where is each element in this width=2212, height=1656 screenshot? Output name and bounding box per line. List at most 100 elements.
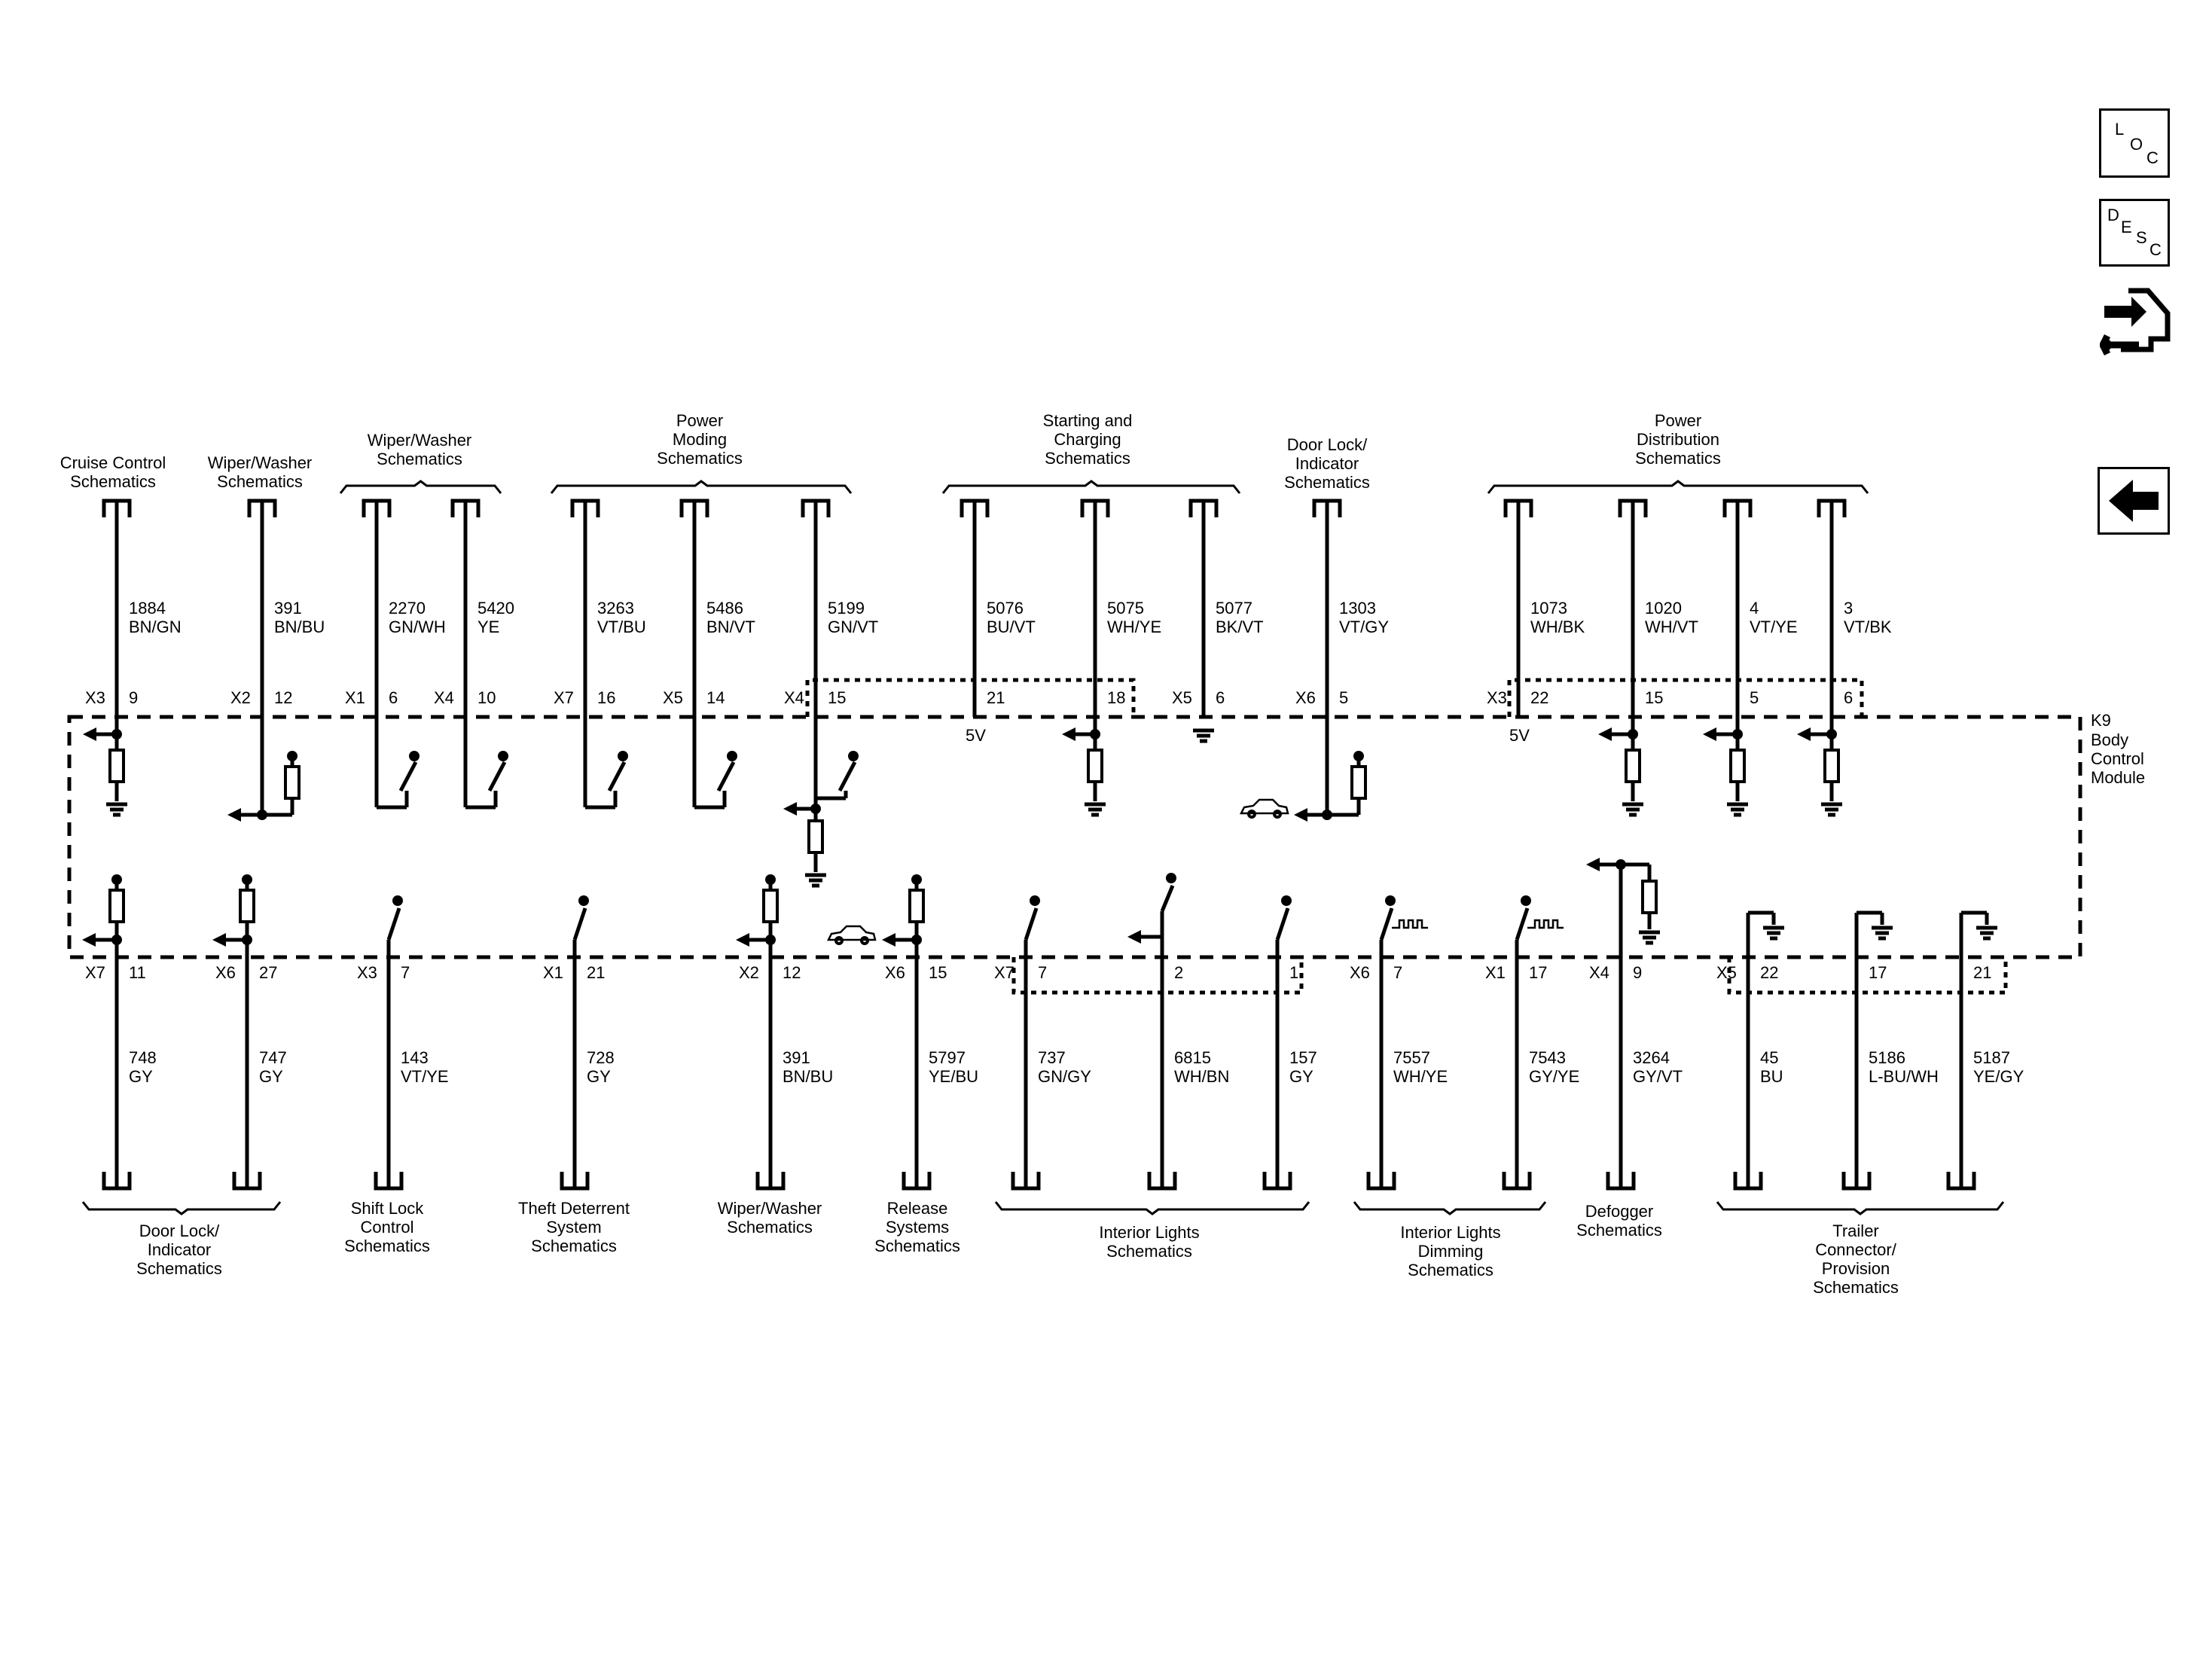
wire-color: BN/BU (274, 618, 325, 636)
ground-icon (1193, 728, 1214, 743)
ground-icon (805, 873, 826, 888)
connector-id: X5 (1172, 688, 1192, 707)
wire-color: GY (1289, 1067, 1313, 1086)
top-group-bracket (941, 480, 1241, 494)
bottom-group-label: Connector/ (1815, 1240, 1897, 1259)
desc-button[interactable]: D E S C (2099, 199, 2170, 267)
wire-color: BN/VT (706, 618, 755, 636)
back-button[interactable] (2098, 467, 2170, 535)
pin-number: 10 (477, 688, 496, 707)
pin-number: 16 (597, 688, 615, 707)
pin-number: 11 (129, 963, 146, 982)
ground-icon (1821, 802, 1842, 817)
bottom-group-label: Schematics (727, 1218, 813, 1237)
connector-group-box (805, 678, 1136, 717)
splice-dot (257, 810, 267, 820)
circuit-number: 1073 (1530, 599, 1567, 618)
bottom-group-label: Theft Deterrent (518, 1199, 630, 1218)
circuit-number: 5077 (1216, 599, 1252, 618)
splice-dot (1281, 895, 1292, 906)
connector-id: X5 (663, 688, 683, 707)
switch-icon (572, 907, 587, 941)
ground-icon (1727, 802, 1748, 817)
circuit-number: 7543 (1529, 1048, 1566, 1067)
connector-id: X4 (434, 688, 454, 707)
troubleshoot-tool-icon (2099, 288, 2171, 356)
switch-contact (618, 751, 628, 761)
module-name-line: Module (2091, 768, 2145, 787)
splice-dot (810, 804, 821, 814)
wire-color: GY/VT (1633, 1067, 1683, 1086)
wire-color: GN/WH (389, 618, 446, 636)
top-group-label: Moding (673, 430, 727, 449)
resistor-icon (239, 889, 255, 923)
circuit-number: 143 (401, 1048, 429, 1067)
bottom-group-label: Interior Lights (1400, 1223, 1500, 1242)
pin-number: 7 (1038, 963, 1047, 982)
switch-contact (727, 751, 737, 761)
connector-id: X4 (784, 688, 804, 707)
switch-icon (1275, 907, 1290, 941)
top-group-label: Cruise Control (60, 453, 166, 472)
arrow-left-icon (83, 727, 96, 741)
resistor-icon (1823, 749, 1840, 783)
bottom-group-label: Schematics (1813, 1278, 1899, 1297)
bottom-group-label: Wiper/Washer (718, 1199, 822, 1218)
resistor-icon (1729, 749, 1746, 783)
troubleshoot-tool-icon[interactable] (2098, 283, 2174, 361)
switch-contact (498, 751, 508, 761)
bottom-group-label: Control (361, 1218, 414, 1237)
loc-button[interactable]: L O C (2099, 108, 2170, 178)
switch-contact (409, 751, 420, 761)
vehicle-icon (1239, 798, 1289, 815)
connector-group-box (1727, 957, 2008, 995)
splice-dot (1732, 729, 1743, 740)
circuit-number: 3264 (1633, 1048, 1670, 1067)
bottom-group-label: Systems (886, 1218, 949, 1237)
circuit-number: 7557 (1393, 1048, 1430, 1067)
connector-id: X7 (85, 963, 105, 982)
top-group-label: Charging (1054, 430, 1121, 449)
arrow-left-icon (227, 808, 241, 822)
circuit-number: 5486 (706, 599, 743, 618)
wire-color: WH/YE (1393, 1067, 1448, 1086)
pin-number: 17 (1529, 963, 1547, 982)
circuit-number: 728 (587, 1048, 615, 1067)
circuit-number: 737 (1038, 1048, 1066, 1067)
connector-id: X3 (85, 688, 105, 707)
pin-number: 12 (783, 963, 801, 982)
desc-letter: D (2107, 206, 2119, 224)
circuit-number: 6815 (1174, 1048, 1211, 1067)
connector-id: X1 (345, 688, 365, 707)
splice-dot (111, 935, 122, 945)
pin-number: 21 (987, 688, 1005, 707)
splice-dot (1628, 729, 1638, 740)
ground-icon (1872, 926, 1893, 941)
vehicle-wheel (1273, 810, 1282, 819)
splice-dot (1826, 729, 1837, 740)
module-boundary (67, 715, 2082, 959)
splice-dot (1521, 895, 1531, 906)
bottom-group-label: Indicator (148, 1240, 211, 1259)
wire-color: BK/VT (1216, 618, 1264, 636)
circuit-number: 1303 (1339, 599, 1376, 618)
bottom-group-label: Schematics (136, 1259, 222, 1278)
circuit-number: 748 (129, 1048, 157, 1067)
circuit-number: 5187 (1973, 1048, 2010, 1067)
top-group-label: Wiper/Washer (208, 453, 313, 472)
wire-color: GY (587, 1067, 611, 1086)
splice-dot (1030, 895, 1040, 906)
connector-id: X3 (1487, 688, 1507, 707)
top-group-label: Starting and (1043, 411, 1133, 430)
desc-letter: C (2149, 240, 2162, 259)
ground-icon (1639, 930, 1660, 945)
pin-number: 12 (274, 688, 292, 707)
top-group-label: Schematics (70, 472, 156, 491)
wire-color: VT/BU (597, 618, 646, 636)
connector-id: X2 (230, 688, 251, 707)
pin-number: 2 (1174, 963, 1183, 982)
circuit-number: 3 (1844, 599, 1853, 618)
circuit-number: 4 (1750, 599, 1759, 618)
connector-id: X4 (1589, 963, 1609, 982)
